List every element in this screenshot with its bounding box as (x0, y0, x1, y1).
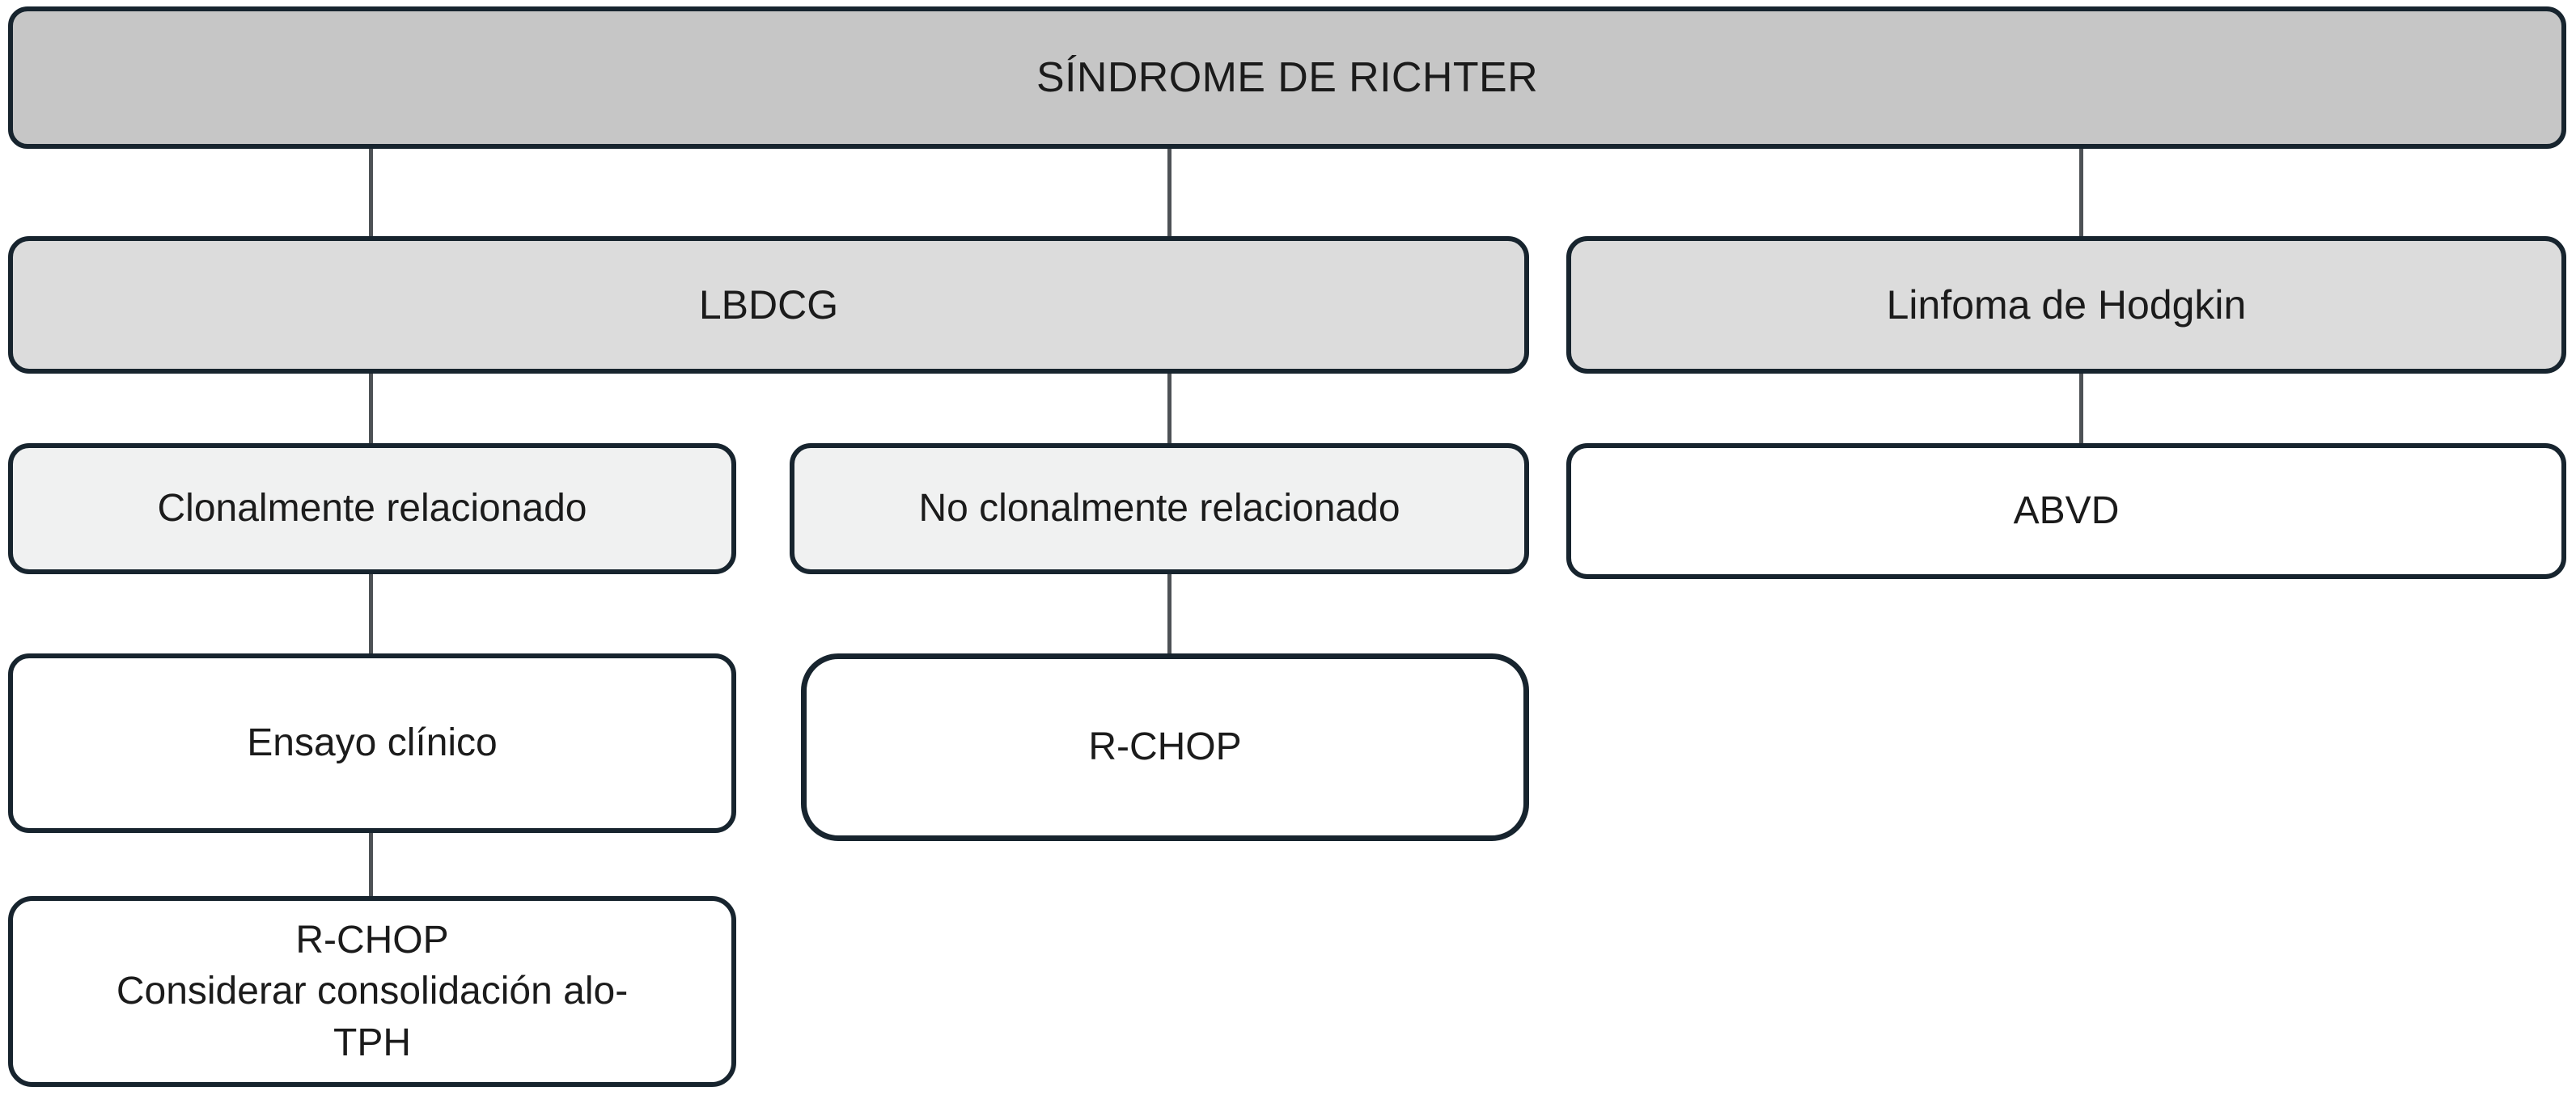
node-linfoma-de-hodgkin[interactable]: Linfoma de Hodgkin (1566, 236, 2566, 374)
node-lbdcg[interactable]: LBDCG (8, 236, 1529, 374)
node-r-chop[interactable]: R-CHOP (801, 653, 1529, 841)
connector-lbdcg-to-clonal (369, 372, 373, 446)
connector-root-to-lbdcg-right (1167, 147, 1171, 238)
connector-hodgkin-to-abvd (2079, 372, 2083, 446)
node-label: Clonalmente relacionado (157, 487, 587, 531)
node-label: ABVD (2013, 489, 2120, 533)
node-label: R-CHOP (1088, 725, 1242, 769)
node-ensayo-clinico[interactable]: Ensayo clínico (8, 653, 736, 833)
node-r-chop-considerar-consolidacion-alo-tph[interactable]: R-CHOP Considerar consolidación alo- TPH (8, 896, 736, 1087)
connector-root-to-hodgkin (2079, 147, 2083, 238)
node-label: LBDCG (698, 282, 839, 328)
node-sindrome-de-richter[interactable]: SÍNDROME DE RICHTER (8, 6, 2566, 149)
connector-lbdcg-to-no-clonal (1167, 372, 1171, 446)
connector-ensayo-to-rchop-consolidacion (369, 830, 373, 898)
node-label: Linfoma de Hodgkin (1886, 282, 2247, 328)
node-clonalmente-relacionado[interactable]: Clonalmente relacionado (8, 443, 736, 574)
connector-no-clonal-to-rchop (1167, 573, 1171, 655)
node-label: R-CHOP Considerar consolidación alo- TPH (116, 918, 629, 1064)
node-no-clonalmente-relacionado[interactable]: No clonalmente relacionado (790, 443, 1529, 574)
connector-clonal-to-ensayo (369, 573, 373, 655)
node-label: Ensayo clínico (247, 721, 498, 765)
node-label: SÍNDROME DE RICHTER (1036, 53, 1539, 101)
node-abvd[interactable]: ABVD (1566, 443, 2566, 579)
node-label: No clonalmente relacionado (918, 487, 1400, 531)
connector-root-to-lbdcg (369, 147, 373, 238)
